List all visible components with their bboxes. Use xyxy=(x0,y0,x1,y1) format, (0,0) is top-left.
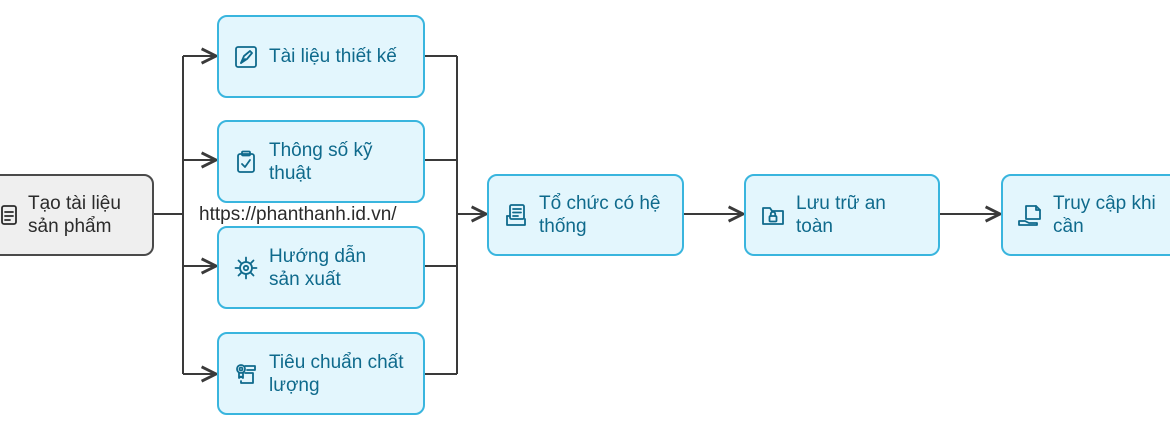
branch-node-quality-standards[interactable]: Tiêu chuẩn chất lượng xyxy=(217,332,425,415)
start-node-label: Tạo tài liệu sản phẩm xyxy=(28,193,121,237)
branch-node-design-docs[interactable]: Tài liệu thiết kế xyxy=(217,15,425,98)
clipboard-check-icon xyxy=(233,149,259,175)
branch-node-technical-specs[interactable]: Thông số kỹ thuật xyxy=(217,120,425,203)
branch-node-label: Thông số kỹ thuật xyxy=(269,139,373,184)
branch-node-label: Tiêu chuẩn chất lượng xyxy=(269,351,404,396)
step-node-access[interactable]: Truy cập khi cần xyxy=(1001,174,1170,256)
secure-folder-icon xyxy=(760,202,786,228)
hand-document-icon xyxy=(1017,202,1043,228)
gear-icon xyxy=(233,255,259,281)
file-cabinet-icon xyxy=(503,202,529,228)
step-node-organize[interactable]: Tổ chức có hệ thống xyxy=(487,174,684,256)
step-node-label: Truy cập khi cần xyxy=(1053,193,1156,237)
step-node-label: Lưu trữ an toàn xyxy=(796,193,886,237)
branch-node-label: Tài liệu thiết kế xyxy=(269,46,397,67)
branch-node-label: Hướng dẫn sản xuất xyxy=(269,245,367,290)
design-pen-icon xyxy=(233,44,259,70)
step-node-secure-storage[interactable]: Lưu trữ an toàn xyxy=(744,174,940,256)
step-node-label: Tổ chức có hệ thống xyxy=(539,193,661,237)
start-node[interactable]: Tạo tài liệu sản phẩm xyxy=(0,174,154,256)
document-icon xyxy=(0,202,22,228)
watermark-url: https://phanthanh.id.vn/ xyxy=(198,203,398,226)
certificate-icon xyxy=(233,361,259,387)
branch-node-manufacturing-guide[interactable]: Hướng dẫn sản xuất xyxy=(217,226,425,309)
